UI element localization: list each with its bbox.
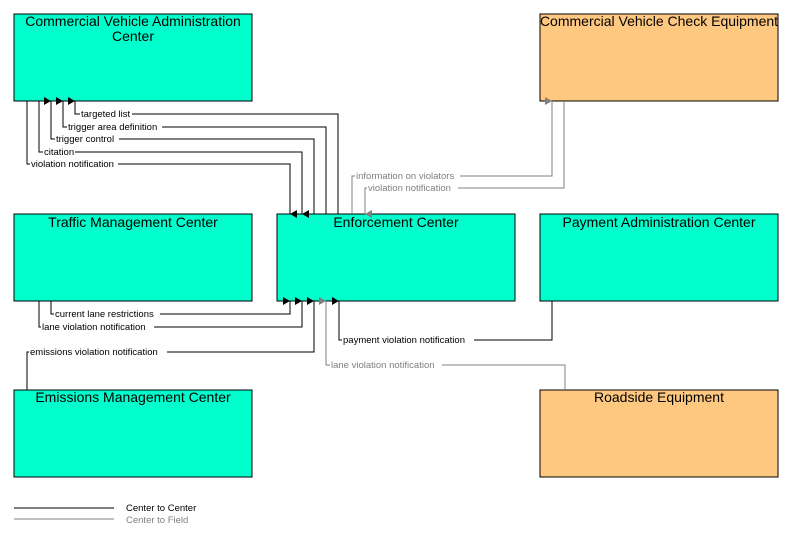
flow-violation-notification-from-cvce: violation notification [364, 101, 565, 218]
flow-current-lane-restrictions: current lane restrictions [50, 297, 291, 320]
flow-label: payment violation notification [343, 335, 465, 346]
box-label: Commercial Vehicle Check Equipment [540, 13, 778, 29]
flow-label: violation notification [368, 183, 451, 194]
box-traffic-management-center: Traffic Management Center [13, 213, 253, 302]
flow-citation: citation [38, 101, 309, 218]
flow-label: information on violators [356, 171, 454, 182]
flow-trigger-area-definition: trigger area definition [56, 97, 327, 214]
box-label: Commercial Vehicle Administration [25, 13, 241, 29]
flow-label: trigger control [56, 134, 114, 145]
flow-lane-violation-notification-from-rse: lane violation notification [319, 297, 566, 390]
flow-information-on-violators: information on violators [351, 97, 553, 214]
box-payment-administration-center: Payment Administration Center [539, 213, 779, 302]
flow-label: citation [44, 147, 74, 158]
legend: Center to Center Center to Field [14, 503, 196, 526]
box-label: Traffic Management Center [48, 214, 218, 230]
flow-lane-violation-notification-from-tmc: lane violation notification [38, 297, 303, 333]
legend-label-center-to-center: Center to Center [126, 503, 196, 514]
legend-label-center-to-field: Center to Field [126, 515, 188, 526]
flow-violation-notification-to-ec: violation notification [26, 101, 297, 218]
flow-label: lane violation notification [331, 360, 435, 371]
box-roadside-equipment: Roadside Equipment [539, 389, 779, 478]
box-label: Payment Administration Center [563, 214, 756, 230]
flow-label: emissions violation notification [30, 347, 158, 358]
flow-trigger-control: trigger control [44, 97, 315, 214]
box-label: Enforcement Center [333, 214, 459, 230]
box-label: Center [112, 28, 154, 44]
box-commercial-vehicle-check-equipment: Commercial Vehicle Check Equipment [539, 13, 779, 102]
flow-label: violation notification [31, 159, 114, 170]
box-label: Roadside Equipment [594, 389, 724, 405]
box-emissions-management-center: Emissions Management Center [13, 389, 253, 478]
flow-label: lane violation notification [42, 322, 146, 333]
box-label: Emissions Management Center [35, 389, 231, 405]
box-enforcement-center: Enforcement Center [276, 213, 516, 302]
box-commercial-vehicle-administration-center: Commercial Vehicle Administration Center [13, 13, 253, 102]
flow-targeted-list: targeted list [68, 97, 339, 214]
flow-emissions-violation-notification: emissions violation notification [26, 297, 315, 390]
flow-label: targeted list [81, 109, 130, 120]
flow-payment-violation-notification: payment violation notification [332, 297, 553, 346]
flow-label: trigger area definition [68, 122, 157, 133]
flow-label: current lane restrictions [55, 309, 154, 320]
